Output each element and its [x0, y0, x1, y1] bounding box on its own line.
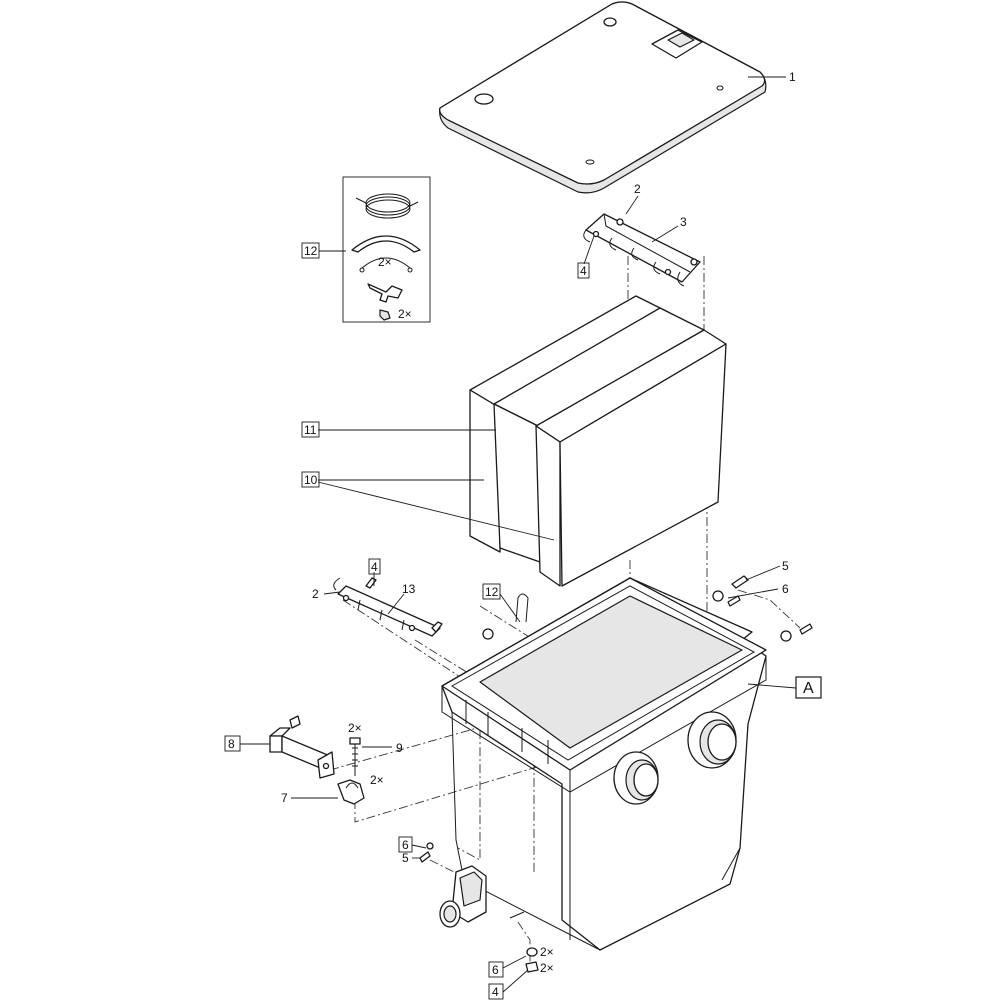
callout-labels: 1 2 3 4 12 11 10 2 4 13 12 5 6 A 8 9 7 6… — [224, 70, 822, 1000]
callout-12-kit: 12 — [304, 244, 318, 258]
callout-6-bottom: 6 — [492, 963, 499, 977]
callout-4-mid: 4 — [371, 560, 378, 574]
accessory-kit-12 — [342, 176, 431, 323]
callout-2-top: 2 — [634, 182, 641, 196]
callout-13: 13 — [402, 582, 416, 596]
callout-4-top: 4 — [580, 264, 587, 278]
callout-2-left: 2 — [312, 587, 319, 601]
callout-10: 10 — [304, 473, 318, 487]
callout-A: A — [803, 680, 814, 697]
callout-4-bottom: 4 — [492, 985, 499, 999]
leader-lines — [240, 76, 797, 993]
callout-5-right: 5 — [782, 559, 789, 573]
callout-9: 9 — [396, 741, 403, 755]
side-parts — [269, 715, 365, 805]
qty-screw-9: 2× — [348, 721, 362, 735]
lid — [439, 1, 767, 194]
callout-6-right: 6 — [782, 582, 789, 596]
quantity-labels: 2× 2× 2× 2× 2× 2× — [348, 255, 554, 975]
bracket-top-3 — [583, 213, 701, 287]
callout-7: 7 — [281, 791, 288, 805]
kit-frame — [342, 176, 431, 323]
qty-bottom-1: 2× — [540, 945, 554, 959]
callout-6-left: 6 — [402, 838, 409, 852]
filter-sponges — [469, 295, 727, 587]
filter-housing-A — [439, 577, 767, 951]
clip-12 — [482, 593, 529, 640]
callout-11: 11 — [304, 423, 317, 437]
qty-bottom-2: 2× — [540, 961, 554, 975]
callout-1: 1 — [789, 70, 796, 84]
callout-12-clip: 12 — [485, 585, 499, 599]
screws-bottom — [525, 947, 539, 973]
screws-right — [712, 575, 813, 642]
callout-5-left: 5 — [402, 851, 409, 865]
screws-left — [419, 842, 434, 863]
qty-kit-fitting: 2× — [398, 307, 412, 321]
qty-clamp-7: 2× — [370, 773, 384, 787]
qty-kit-clip: 2× — [378, 255, 392, 269]
callout-3: 3 — [680, 215, 687, 229]
bracket-left-13 — [333, 577, 443, 637]
callout-8: 8 — [228, 737, 235, 751]
